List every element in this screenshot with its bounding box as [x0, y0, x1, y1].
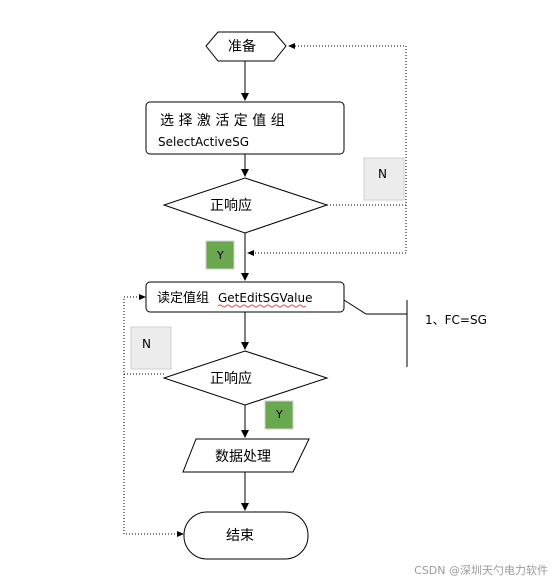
decision1-label: 正响应: [210, 197, 252, 214]
watermark: CSDN @深圳天勺电力软件: [414, 563, 548, 577]
no-flag-1: N: [363, 157, 405, 201]
yes-point-arrowhead: [247, 250, 254, 256]
no-loop-read-arrowhead: [139, 294, 146, 300]
annotation-connector: [343, 299, 407, 315]
end-label: 结束: [226, 528, 254, 544]
select-active-sg-node: 选 择 激 活 定 值 组 SelectActiveSG: [145, 101, 345, 155]
no-flag-1-label: N: [378, 167, 387, 181]
select-label-func: SelectActiveSG: [158, 135, 249, 149]
yes-flag-1: Y: [205, 240, 235, 270]
start-node: 准备: [205, 31, 287, 62]
read-label-func: GetEditSGValue: [218, 291, 313, 305]
annotation-text: 1、FC=SG: [425, 313, 487, 327]
read-sg-value-node: 读定值组 GetEditSGValue: [145, 281, 345, 313]
no-loop-to-start: [288, 45, 407, 206]
no-loop-end-arrowhead: [177, 531, 184, 537]
decision2-node: 正响应: [162, 350, 329, 406]
no-loop-arrowhead: [288, 43, 295, 49]
select-label-cn: 选 择 激 活 定 值 组: [160, 112, 285, 129]
start-label: 准备: [228, 38, 256, 55]
read-label-cn: 读定值组: [157, 290, 209, 306]
no-loop-to-end: [123, 374, 180, 535]
process-label: 数据处理: [215, 449, 271, 465]
annotation: 1、FC=SG: [343, 299, 487, 367]
yes-flag-2: Y: [264, 400, 294, 430]
decision2-label: 正响应: [210, 370, 252, 387]
yes-flag-2-label: Y: [275, 408, 283, 421]
yes-flag-1-label: Y: [216, 249, 224, 262]
no-loop-to-yes-point: [251, 205, 407, 254]
no-flag-2-label: N: [142, 337, 151, 351]
decision1-node: 正响应: [162, 177, 329, 234]
spellcheck-squiggle: [217, 304, 307, 308]
end-node: 结束: [183, 511, 309, 560]
no-flag-2: N: [130, 326, 172, 370]
process-node: 数据处理: [182, 438, 310, 473]
no-loop-to-read: [123, 296, 164, 375]
